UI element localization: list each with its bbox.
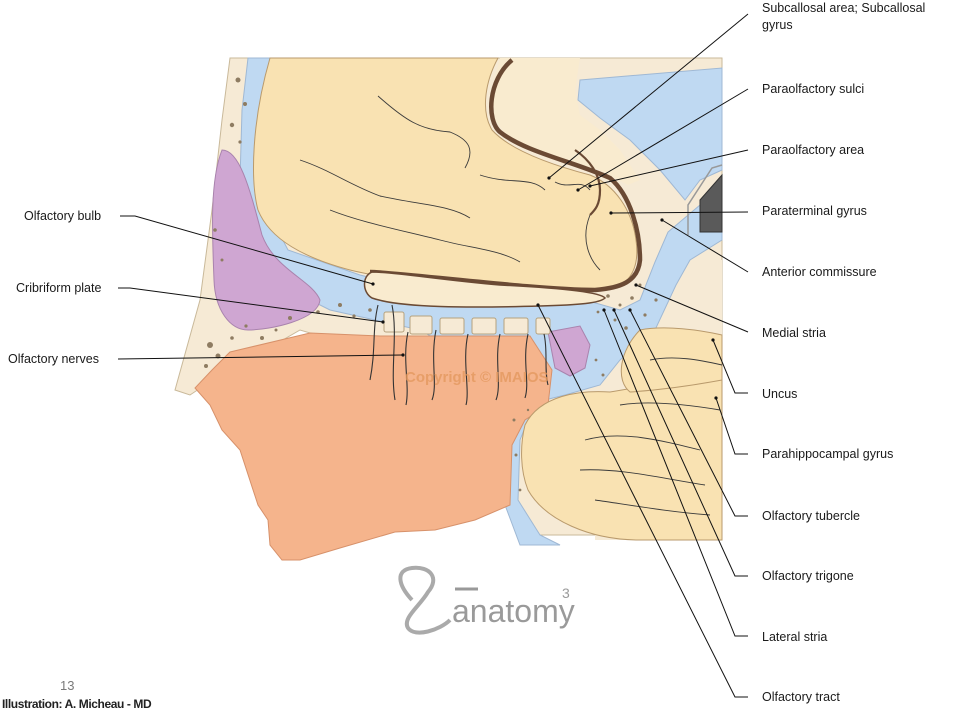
olfactory-bulb-shape: [363, 271, 607, 308]
sella-frame: [687, 164, 723, 235]
label-line-paraterminal-gyrus-0: Paraterminal gyrus: [762, 204, 867, 218]
sphenoid-sinus: [547, 325, 591, 377]
nasal-cavity: [194, 332, 553, 561]
leader-cribriform-plate: [118, 287, 384, 323]
olfactory-nerve-fibers: [369, 304, 549, 406]
sella-dark-block: [699, 173, 723, 233]
leader-dot-olfactory-bulb: [371, 282, 375, 286]
leader-dot-olfactory-tubercle: [628, 308, 632, 312]
label-paraolfactory-area: Paraolfactory area: [762, 143, 864, 157]
label-line-subcallosal-1: gyrus: [762, 18, 793, 32]
label-line-cribriform-plate-0: Cribriform plate: [16, 281, 101, 295]
leader-subcallosal: [548, 13, 749, 179]
uncus-lobe: [620, 327, 723, 393]
label-line-olfactory-bulb-0: Olfactory bulb: [24, 209, 101, 223]
label-olfactory-trigone: Olfactory trigone: [762, 569, 854, 583]
page-number: 13: [60, 678, 75, 693]
label-line-olfactory-nerves-0: Olfactory nerves: [8, 352, 99, 366]
leader-dot-paraterminal-gyrus: [609, 211, 613, 215]
frontal-sulci: [299, 95, 601, 271]
leader-paraterminal-gyrus: [610, 211, 749, 214]
leader-olfactory-tubercle: [629, 309, 748, 517]
label-cribriform-plate: Cribriform plate: [16, 281, 101, 295]
leader-medial-stria: [635, 284, 749, 333]
leader-uncus: [712, 339, 748, 394]
label-parahippocampal-gyrus: Parahippocampal gyrus: [762, 447, 893, 461]
leader-dot-lateral-stria: [602, 308, 606, 312]
label-line-anterior-commissure-0: Anterior commissure: [762, 265, 877, 279]
copyright-watermark: Copyright © IMAIOS: [405, 369, 549, 386]
leader-lines: [117, 13, 749, 698]
label-olfactory-tract: Olfactory tract: [762, 690, 840, 704]
leader-dot-anterior-commissure: [660, 218, 664, 222]
label-olfactory-nerves: Olfactory nerves: [8, 352, 99, 366]
temporal-sulci: [579, 357, 723, 516]
logo-superscript: 3: [562, 585, 570, 601]
leader-dot-olfactory-trigone: [612, 308, 616, 312]
leader-dot-paraolfactory-area: [588, 184, 592, 188]
label-line-paraolfactory-sulci-0: Paraolfactory sulci: [762, 82, 864, 96]
subcallosal-curve: [574, 149, 602, 216]
label-medial-stria: Medial stria: [762, 326, 826, 340]
label-olfactory-bulb: Olfactory bulb: [24, 209, 101, 223]
leader-dot-subcallosal: [547, 176, 551, 180]
label-paraterminal-gyrus: Paraterminal gyrus: [762, 204, 867, 218]
label-line-parahippocampal-gyrus-0: Parahippocampal gyrus: [762, 447, 893, 461]
leader-olfactory-tract: [537, 304, 748, 698]
leader-anterior-commissure: [661, 219, 749, 273]
label-uncus: Uncus: [762, 387, 797, 401]
leader-dot-medial-stria: [634, 283, 638, 287]
label-line-olfactory-trigone-0: Olfactory trigone: [762, 569, 854, 583]
leader-olfactory-bulb: [120, 215, 374, 285]
leader-dot-paraolfactory-sulci: [576, 188, 580, 192]
label-paraolfactory-sulci: Paraolfactory sulci: [762, 82, 864, 96]
leader-dot-olfactory-nerves: [401, 353, 405, 357]
leader-lateral-stria: [603, 309, 748, 637]
label-line-paraolfactory-area-0: Paraolfactory area: [762, 143, 864, 157]
leader-dot-parahippocampal-gyrus: [714, 396, 718, 400]
label-line-lateral-stria-0: Lateral stria: [762, 630, 827, 644]
logo-e-swirl: [398, 565, 452, 635]
illustration-credit: Illustration: A. Micheau - MD: [2, 697, 152, 711]
leader-olfactory-trigone: [613, 309, 748, 577]
cingulate-region: [492, 58, 640, 185]
leader-dot-cribriform-plate: [381, 320, 385, 324]
bone-speckles: [204, 77, 658, 492]
leader-paraolfactory-area: [589, 149, 749, 187]
label-line-subcallosal-0: Subcallosal area; Subcallosal: [762, 1, 925, 15]
leader-paraolfactory-sulci: [577, 88, 749, 191]
lateral-ventricle: [577, 67, 723, 201]
leader-dot-uncus: [711, 338, 715, 342]
label-line-olfactory-tract-0: Olfactory tract: [762, 690, 840, 704]
leader-parahippocampal-gyrus: [715, 397, 748, 455]
label-line-olfactory-tubercle-0: Olfactory tubercle: [762, 509, 860, 523]
label-line-medial-stria-0: Medial stria: [762, 326, 826, 340]
label-olfactory-tubercle: Olfactory tubercle: [762, 509, 860, 523]
label-subcallosal: Subcallosal area; Subcallosal gyrus: [762, 1, 925, 32]
leader-olfactory-nerves: [117, 354, 404, 360]
logo-text: anatomy: [452, 593, 575, 629]
leader-dot-olfactory-tract: [536, 303, 540, 307]
e-anatomy-logo: anatomy 3: [398, 565, 575, 635]
label-group: Subcallosal area; Subcallosal gyrusParaol…: [8, 1, 925, 704]
frontal-sinus: [212, 149, 321, 331]
label-anterior-commissure: Anterior commissure: [762, 265, 877, 279]
corpus-callosum: [369, 58, 643, 293]
label-line-uncus-0: Uncus: [762, 387, 797, 401]
label-lateral-stria: Lateral stria: [762, 630, 827, 644]
